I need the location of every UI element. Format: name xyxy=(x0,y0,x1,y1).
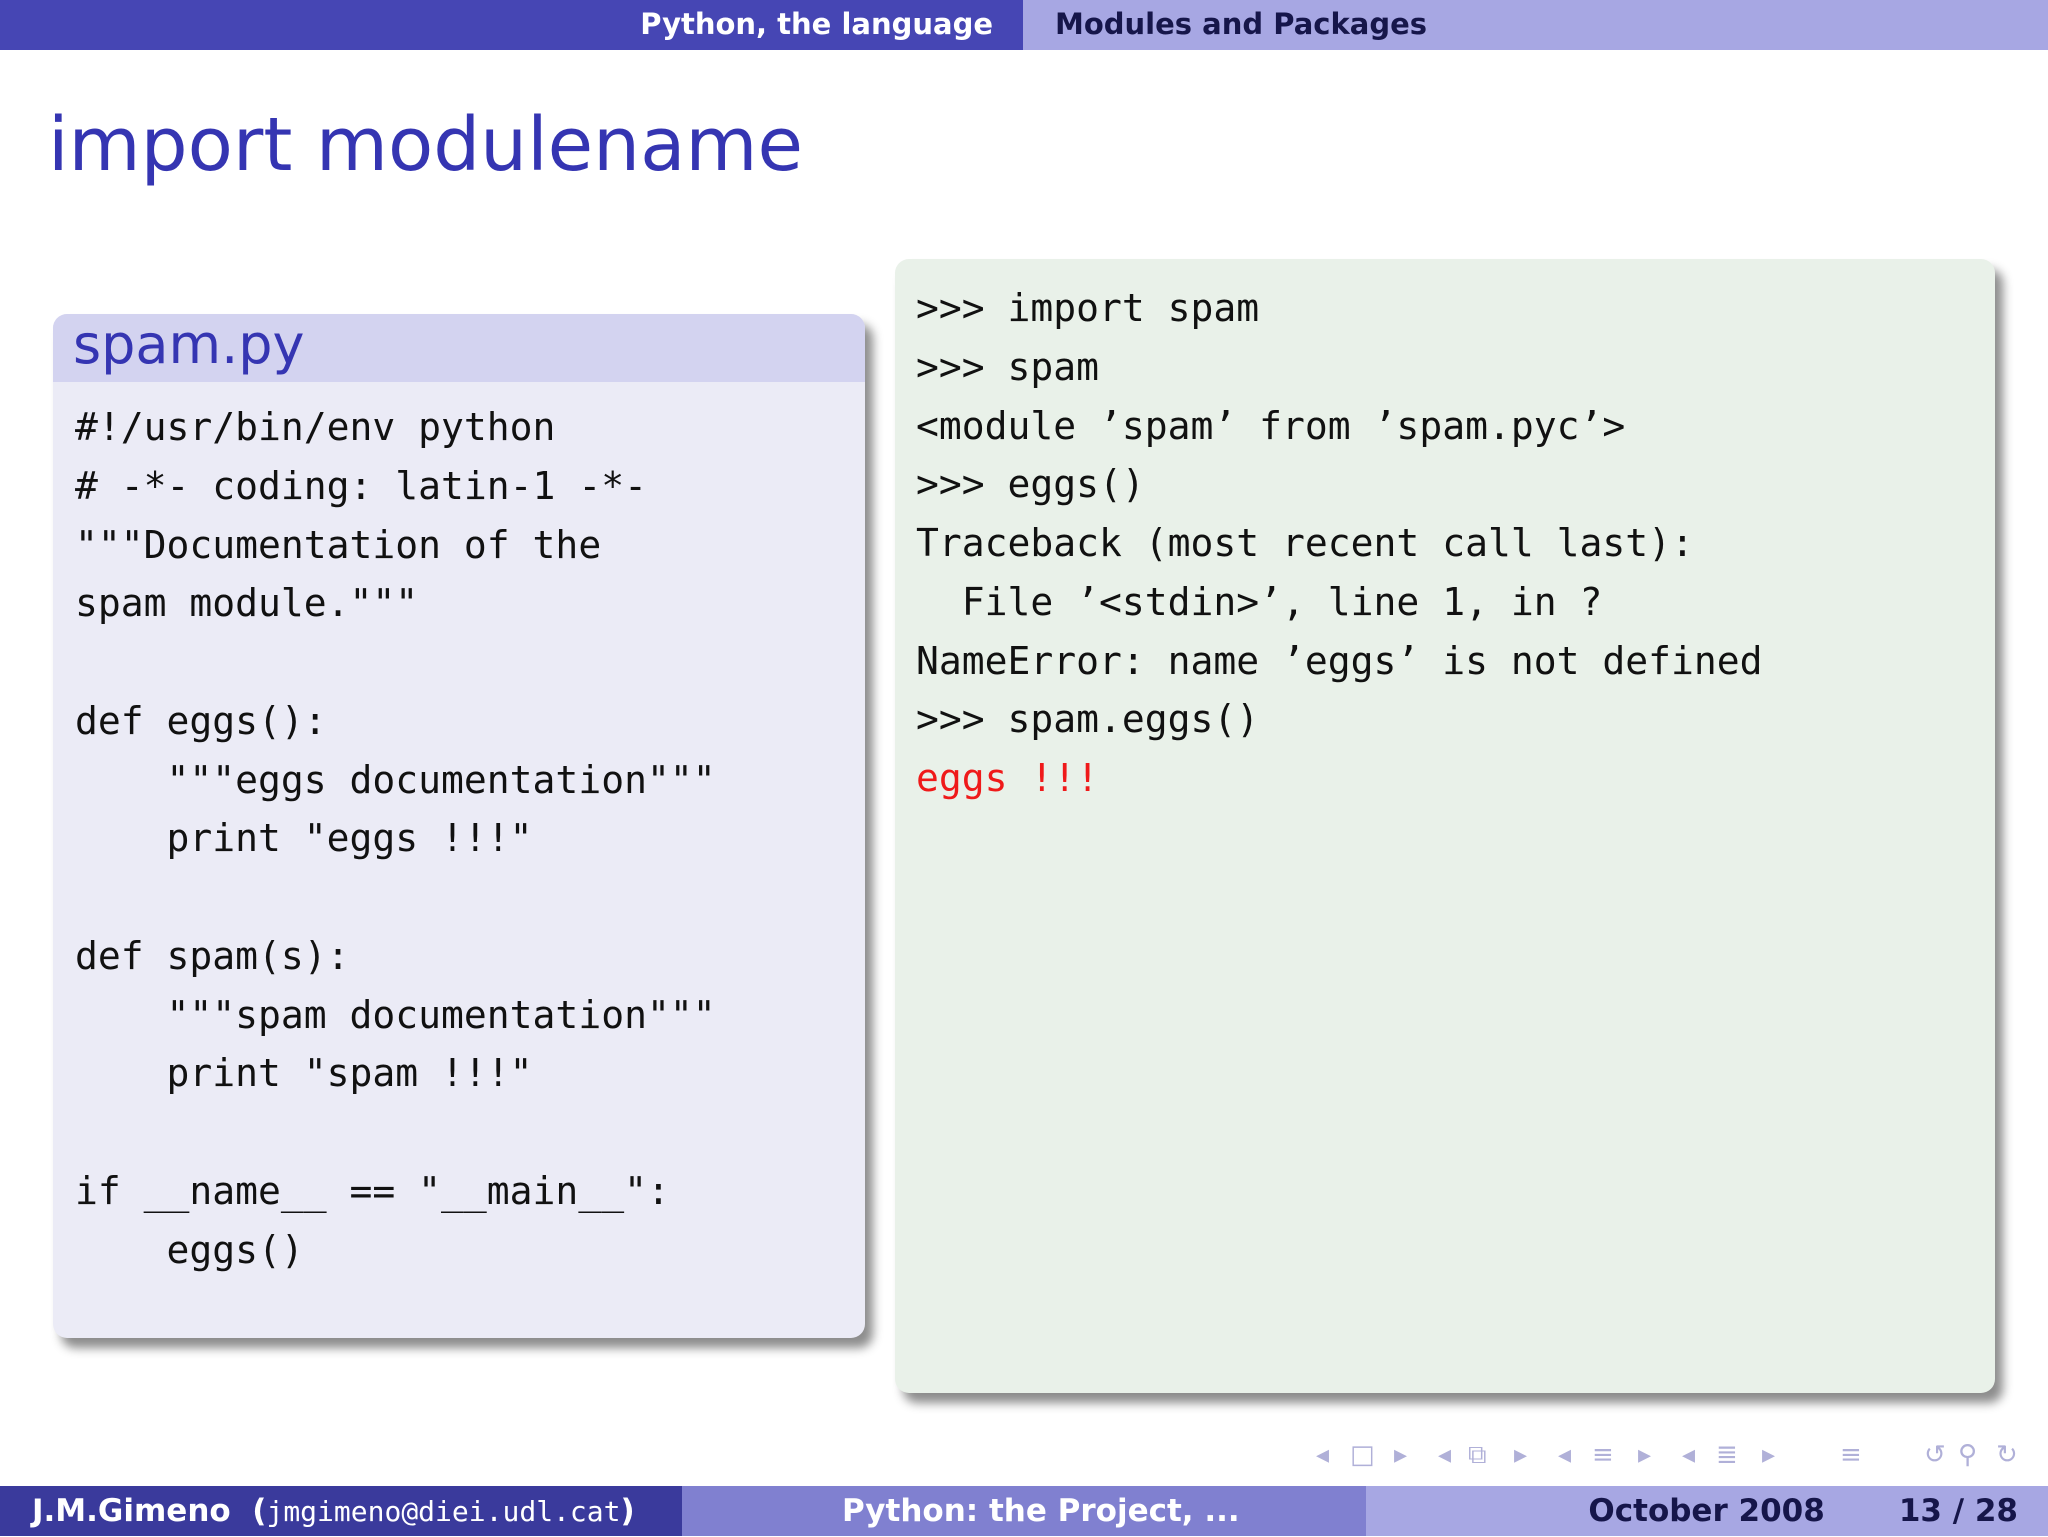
next-section-icon[interactable]: ▸ xyxy=(1638,1440,1652,1470)
navigation-controls: ◂ □ ▸ ◂ ⧉ ▸ ◂ ≡ ▸ ◂ ≣ ▸ ≡ ↺ ⚲ ↻ xyxy=(1316,1437,2046,1473)
console-code: >>> import spam >>> spam <module ’spam’ … xyxy=(895,259,1995,808)
prev-frame-icon[interactable]: ◂ xyxy=(1316,1440,1330,1470)
block-title: spam.py xyxy=(53,314,865,382)
spam-py-code: #!/usr/bin/env python # -*- coding: lati… xyxy=(75,405,716,1272)
prev-section-icon[interactable]: ◂ xyxy=(1558,1440,1572,1470)
next-frame-icon[interactable]: ▸ xyxy=(1394,1440,1408,1470)
next-subsection-icon[interactable]: ▸ xyxy=(1514,1440,1528,1470)
footer-author: J.M.Gimeno (jmgimeno@diei.udl.cat) xyxy=(0,1486,682,1536)
next-slide-icon[interactable]: ▸ xyxy=(1762,1440,1776,1470)
author-name: J.M.Gimeno xyxy=(32,1493,231,1529)
slide-title: import modulename xyxy=(48,102,804,188)
section-icon[interactable]: ≡ xyxy=(1592,1440,1614,1470)
interpreter-session: >>> import spam >>> spam <module ’spam’ … xyxy=(895,259,1995,1393)
console-lines: >>> import spam >>> spam <module ’spam’ … xyxy=(916,286,1763,742)
undo-icon[interactable]: ↺ xyxy=(1924,1440,1946,1470)
page-number: 13 / 28 xyxy=(1898,1493,2018,1529)
prev-subsection-icon[interactable]: ◂ xyxy=(1438,1440,1452,1470)
frame-icon[interactable]: □ xyxy=(1350,1440,1375,1470)
spam-py-block: spam.py #!/usr/bin/env python # -*- codi… xyxy=(53,314,865,1338)
footer-date: October 2008 xyxy=(1588,1493,1825,1529)
header-subsection[interactable]: Modules and Packages xyxy=(1023,0,2048,50)
redo-icon[interactable]: ↻ xyxy=(1996,1440,2018,1470)
console-output: eggs !!! xyxy=(916,756,1100,800)
footer-title: Python: the Project, ... xyxy=(682,1486,1366,1536)
header-section[interactable]: Python, the language xyxy=(0,0,1023,50)
slide-icon[interactable]: ≣ xyxy=(1716,1440,1738,1470)
search-icon[interactable]: ⚲ xyxy=(1958,1440,1978,1470)
header-bar: Python, the language Modules and Package… xyxy=(0,0,2048,50)
prev-slide-icon[interactable]: ◂ xyxy=(1682,1440,1696,1470)
footer-bar: J.M.Gimeno (jmgimeno@diei.udl.cat) Pytho… xyxy=(0,1486,2048,1536)
footer-date-page: October 2008 13 / 28 xyxy=(1366,1486,2048,1536)
appendix-icon[interactable]: ≡ xyxy=(1840,1440,1862,1470)
subsection-icon[interactable]: ⧉ xyxy=(1468,1440,1487,1470)
author-email: jmgimeno@diei.udl.cat xyxy=(266,1495,621,1528)
